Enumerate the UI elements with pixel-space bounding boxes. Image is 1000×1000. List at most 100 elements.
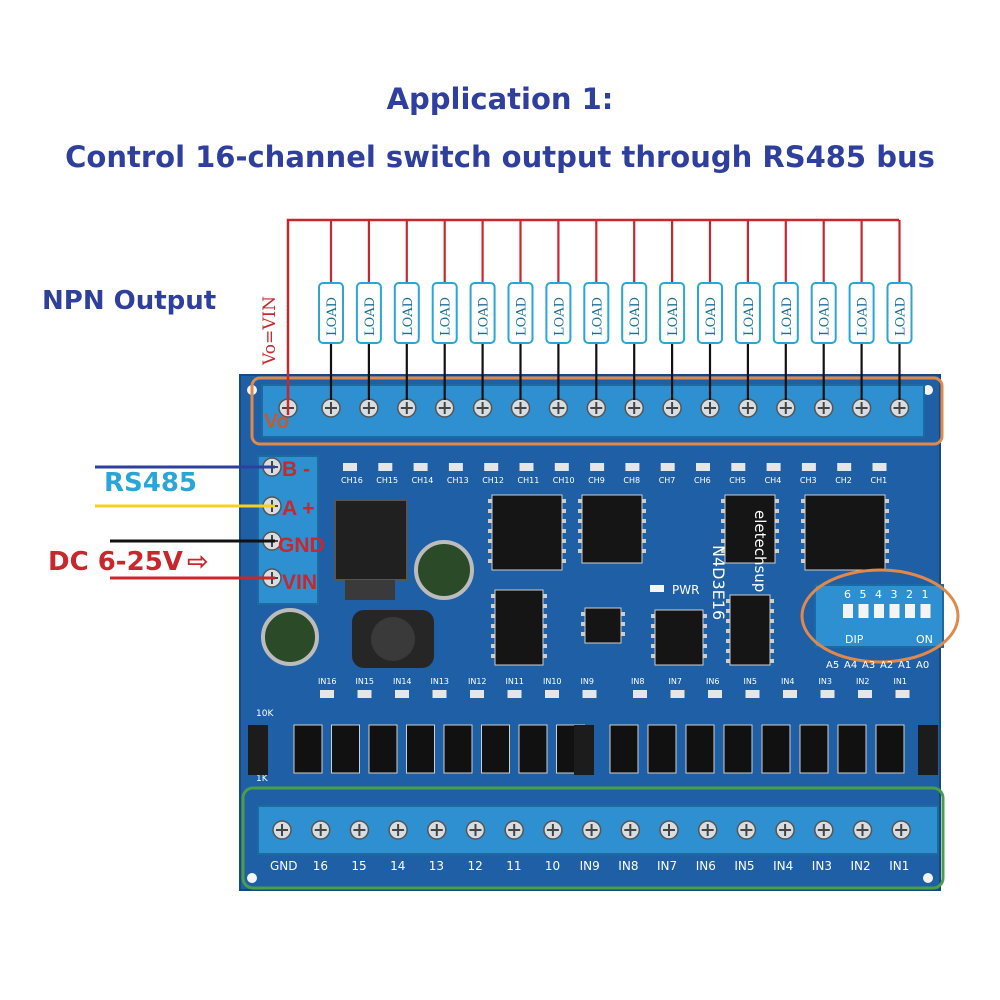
channel-label: CH13 bbox=[447, 476, 469, 485]
ic-chip bbox=[581, 607, 625, 644]
terminal-a-label: A + bbox=[282, 497, 314, 520]
load-label: LOAD bbox=[325, 297, 340, 336]
channel-led bbox=[448, 463, 463, 471]
npn-output-label: NPN Output bbox=[42, 286, 217, 316]
optocoupler bbox=[368, 724, 398, 774]
pcb-mounting-holes bbox=[247, 385, 933, 883]
terminal-screw-ch bbox=[851, 398, 872, 418]
channel-label: CH15 bbox=[376, 476, 398, 485]
load-label: LOAD bbox=[590, 297, 605, 336]
input-terminal-label: GND bbox=[270, 859, 298, 873]
channel-label: CH4 bbox=[765, 476, 782, 485]
load-label: LOAD bbox=[552, 297, 567, 336]
channel-led bbox=[731, 463, 746, 471]
ic-chip bbox=[726, 594, 774, 666]
input-label: IN3 bbox=[819, 677, 832, 686]
input-terminal-screw bbox=[620, 820, 641, 840]
input-terminal-label: 11 bbox=[506, 859, 521, 873]
channel-label: CH12 bbox=[482, 476, 504, 485]
load-label: LOAD bbox=[439, 297, 454, 336]
channel-led bbox=[519, 463, 534, 471]
terminal-screw-ch bbox=[813, 398, 834, 418]
optocoupler bbox=[609, 724, 639, 774]
input-led bbox=[858, 690, 872, 698]
ic-chip bbox=[721, 494, 779, 564]
voltage-regulator bbox=[334, 499, 408, 581]
input-terminal-screw bbox=[504, 820, 524, 840]
channel-led bbox=[343, 463, 357, 471]
input-terminal-label: IN5 bbox=[734, 859, 754, 873]
optocoupler bbox=[518, 724, 548, 774]
input-terminal-screw bbox=[310, 820, 331, 840]
vo-wire bbox=[286, 218, 899, 415]
input-terminal-label: IN8 bbox=[618, 859, 638, 873]
input-led bbox=[432, 690, 447, 698]
ic-chip bbox=[578, 494, 646, 564]
channel-label: CH14 bbox=[412, 476, 434, 485]
dip-key bbox=[889, 604, 900, 618]
dip-number: 5 bbox=[860, 588, 867, 601]
resistor-array bbox=[248, 725, 268, 775]
input-terminal-screw bbox=[891, 820, 911, 840]
dip-key bbox=[874, 604, 884, 618]
input-terminal-screw bbox=[465, 820, 486, 840]
input-label: IN11 bbox=[506, 677, 525, 686]
load-box: LOAD bbox=[697, 282, 723, 344]
load-label: LOAD bbox=[704, 297, 719, 336]
load-label: LOAD bbox=[401, 297, 416, 336]
mounting-hole bbox=[923, 873, 933, 883]
terminal-screw-ch bbox=[624, 398, 644, 418]
load-box: LOAD bbox=[734, 282, 761, 344]
terminal-screw-ch bbox=[776, 398, 796, 418]
dc-supply-label: DC 6-25V⇨ bbox=[48, 547, 209, 577]
input-led bbox=[470, 690, 484, 698]
dip-number: 2 bbox=[906, 588, 913, 601]
input-terminal-label: IN4 bbox=[773, 859, 793, 873]
channel-led bbox=[766, 463, 781, 471]
input-led bbox=[708, 690, 722, 698]
channel-label: CH16 bbox=[341, 476, 363, 485]
dip-number: 4 bbox=[875, 588, 882, 601]
input-terminal-label: IN1 bbox=[889, 859, 909, 873]
input-terminal-label: IN7 bbox=[657, 859, 677, 873]
input-terminal-label: 13 bbox=[429, 859, 444, 873]
channel-label: CH6 bbox=[694, 476, 711, 485]
pwr-led bbox=[650, 585, 664, 592]
channel-label: CH1 bbox=[871, 476, 888, 485]
input-label: IN14 bbox=[393, 677, 412, 686]
terminal-screw-ch bbox=[548, 398, 569, 418]
inductor-core bbox=[371, 617, 415, 661]
channel-led bbox=[696, 463, 710, 471]
input-led bbox=[357, 690, 372, 698]
load-label: LOAD bbox=[818, 297, 833, 336]
dc-supply-text: DC 6-25V bbox=[48, 547, 183, 577]
address-label: A4 bbox=[844, 660, 857, 671]
input-terminal-screw bbox=[272, 820, 292, 840]
capacitor-large bbox=[414, 540, 474, 600]
address-label: A0 bbox=[916, 660, 929, 671]
input-label: IN12 bbox=[468, 677, 487, 686]
input-terminal-label: IN3 bbox=[812, 859, 832, 873]
input-label: IN4 bbox=[781, 677, 794, 686]
terminal-screw-ch bbox=[700, 398, 720, 418]
load-box: LOAD bbox=[583, 282, 610, 344]
dip-number: 6 bbox=[844, 588, 851, 601]
load-box: LOAD bbox=[772, 282, 799, 344]
terminal-vin-label: VIN bbox=[282, 571, 317, 594]
input-label: IN16 bbox=[318, 677, 337, 686]
load-label: LOAD bbox=[628, 297, 643, 336]
load-label: LOAD bbox=[515, 297, 530, 336]
input-terminal-label: IN2 bbox=[851, 859, 871, 873]
input-terminal-screw bbox=[581, 820, 602, 840]
channel-led bbox=[837, 463, 852, 471]
load-box: LOAD bbox=[431, 282, 458, 344]
load-label: LOAD bbox=[666, 297, 681, 336]
load-box: LOAD bbox=[355, 282, 382, 344]
optocoupler bbox=[875, 724, 905, 774]
input-terminal-label: 14 bbox=[390, 859, 405, 873]
channel-led bbox=[378, 463, 393, 471]
